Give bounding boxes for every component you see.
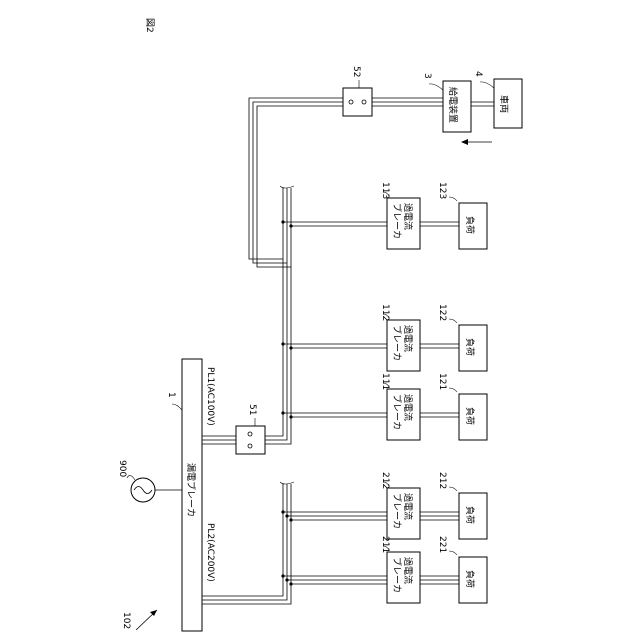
charger-ref: 3 [422, 73, 432, 79]
charger-to-vehicle [471, 102, 494, 106]
main-breaker-ref-leader [172, 404, 182, 410]
line-pl1-label: PL1(AC100V) [205, 367, 215, 426]
breaker-ref: 111 [380, 373, 390, 390]
outlet-51-pin [248, 432, 252, 436]
system-ref-arrowhead [150, 610, 157, 616]
system-ref: 102 [121, 612, 131, 629]
breaker-text-line2: ブレーカ [391, 557, 403, 593]
load-ref: 212 [437, 472, 447, 489]
pl1-wires [202, 436, 236, 444]
main-breaker-ref: 1 [166, 392, 176, 398]
pl2-branch-211 [281, 574, 387, 585]
load-text: 負荷 [464, 407, 476, 425]
outlet-52-feed [249, 98, 343, 267]
pl1-bus-break [280, 186, 294, 188]
charger-label: 給電装置 [447, 87, 459, 123]
breaker-ref: 212 [380, 472, 390, 489]
breaker-text-line1: 過電流 [402, 203, 414, 230]
load-ref: 121 [437, 373, 447, 390]
breaker-text-line2: ブレーカ [391, 203, 403, 239]
power-flow-arrowhead [461, 139, 468, 145]
vehicle-ref: 4 [473, 71, 483, 77]
outlet-52 [343, 88, 372, 116]
load-ref: 123 [437, 182, 447, 199]
load-ref-leader [449, 319, 457, 323]
load-text: 負荷 [464, 506, 476, 524]
figure-label: 図2 [144, 18, 155, 33]
main-breaker-label: 漏電ブレーカ [185, 463, 197, 517]
pl1-branch-112 [281, 342, 387, 349]
source-ref-leader [127, 475, 135, 480]
source-ref: 900 [117, 460, 127, 477]
line-pl2-label: PL2(AC200V) [205, 523, 215, 582]
load-text: 負荷 [464, 216, 476, 234]
outlet-51-pin [248, 444, 252, 448]
breaker-ref: 211 [380, 536, 390, 553]
outlet-52-to-charger [372, 98, 443, 106]
load-ref-leader [449, 388, 457, 392]
outlet-51-wires [265, 266, 291, 444]
pl1-branch-111 [281, 411, 387, 418]
pl1-branch-113 [281, 220, 387, 227]
breaker-ref: 112 [380, 304, 390, 321]
outlet-52-pin [362, 100, 366, 104]
breaker-ref: 113 [380, 182, 390, 199]
load-ref-leader [449, 551, 457, 555]
load-text: 負荷 [464, 338, 476, 356]
outlet-51-ref: 51 [247, 404, 257, 415]
breaker-text-line2: ブレーカ [391, 394, 403, 430]
pl2-bus-break [280, 482, 294, 484]
breaker-text-line1: 過電流 [402, 325, 414, 352]
outlet-52-ref: 52 [351, 66, 361, 77]
breaker-text-line2: ブレーカ [391, 325, 403, 361]
outlet-51 [236, 426, 265, 454]
load-ref-leader [449, 197, 457, 201]
load-ref-leader [449, 487, 457, 491]
ac-source [131, 478, 182, 502]
breaker-load-rows: 過電流ブレーカ113負荷123過電流ブレーカ112負荷122過電流ブレーカ111… [380, 182, 487, 603]
load-ref: 221 [437, 536, 447, 553]
vehicle-label: 車両 [498, 95, 510, 113]
pl2-branch-212 [281, 510, 387, 521]
charger-ref-leader [429, 84, 443, 90]
breaker-text-line2: ブレーカ [391, 493, 403, 529]
load-text: 負荷 [464, 570, 476, 588]
load-ref: 122 [437, 304, 447, 321]
breaker-text-line1: 過電流 [402, 557, 414, 584]
vehicle-ref-leader [480, 82, 494, 88]
breaker-text-line1: 過電流 [402, 394, 414, 421]
breaker-text-line1: 過電流 [402, 493, 414, 520]
outlet-52-pin [349, 100, 353, 104]
